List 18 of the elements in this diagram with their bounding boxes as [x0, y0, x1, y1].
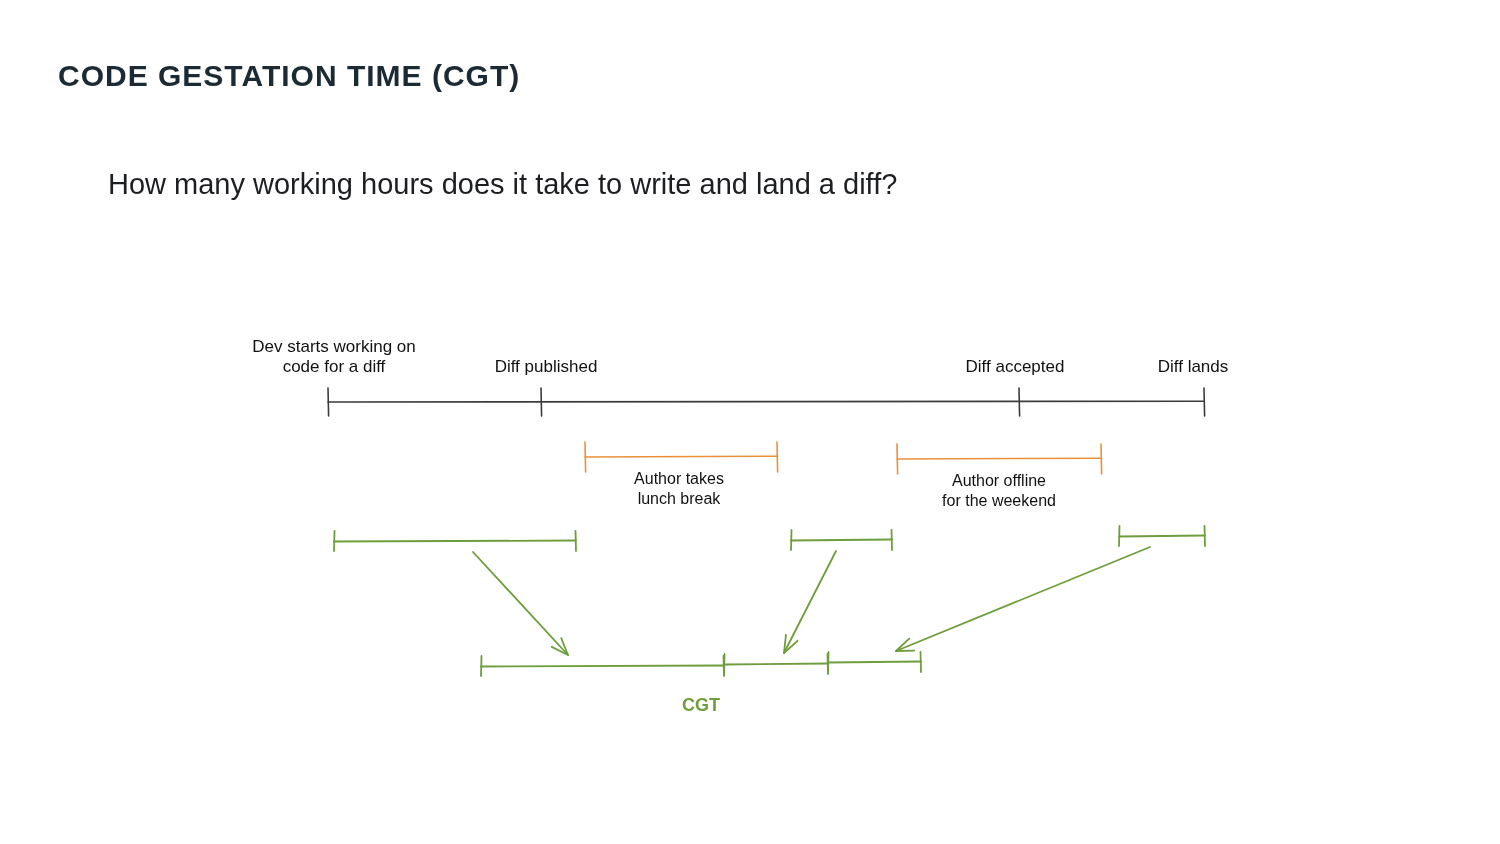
title: CODE GESTATION TIME (CGT)	[58, 58, 521, 94]
interval-label: Author takes lunch break	[634, 469, 724, 509]
arrow	[472, 551, 569, 656]
milestone-label: Diff published	[494, 357, 598, 377]
interval-label: Author offline for the weekend	[942, 471, 1056, 511]
interval-bar	[827, 651, 922, 673]
arrow	[783, 550, 837, 654]
interval-bar	[480, 655, 725, 677]
milestone-label: Diff lands	[1157, 357, 1229, 377]
interval-bar	[723, 653, 829, 675]
interval-bar	[333, 530, 577, 552]
subtitle: How many working hours does it take to write and land a diff?	[108, 167, 898, 202]
milestone-label: Diff accepted	[965, 357, 1065, 377]
milestone-label: Dev starts working on code for a diff	[252, 337, 416, 377]
interval-label: CGT	[682, 694, 720, 716]
interval-bar	[1118, 525, 1206, 547]
interval-bar	[790, 529, 893, 551]
arrow	[895, 546, 1151, 652]
